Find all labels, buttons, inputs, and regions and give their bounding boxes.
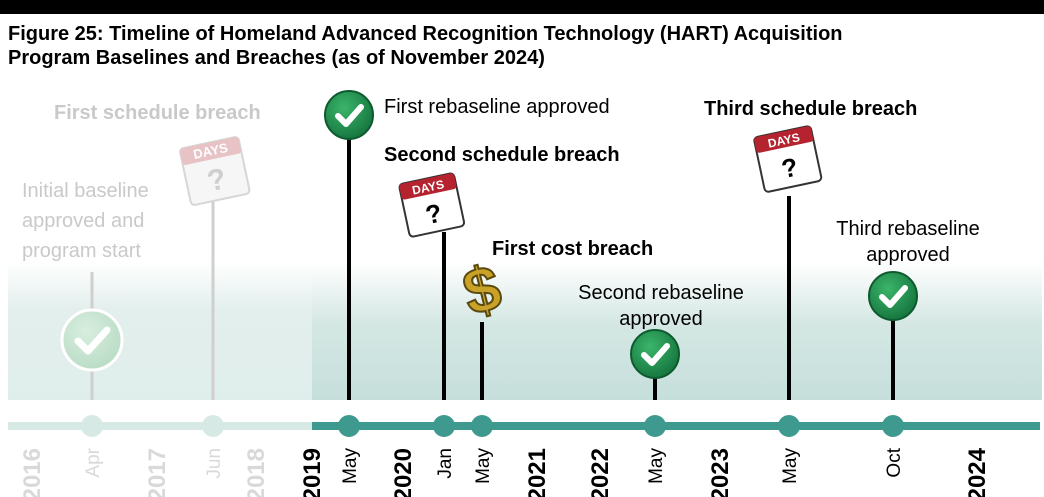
- svg-text:DAYS: DAYS: [192, 140, 230, 162]
- axis-dot-may-2020: [471, 415, 493, 437]
- initial-baseline-label-line-2: approved and: [22, 210, 145, 232]
- month-label-apr-2016: Apr: [83, 447, 104, 477]
- calendar-icon: DAYS ?: [398, 172, 466, 238]
- axis-dot-may-2019: [338, 415, 360, 437]
- initial-baseline-label-line-1: Initial baseline: [22, 180, 149, 202]
- check-icon: [60, 308, 124, 372]
- month-label-may-2019: May: [340, 448, 361, 484]
- figure-title: Figure 25: Timeline of Homeland Advanced…: [8, 22, 1028, 70]
- calendar-icon: DAYS ?: [753, 125, 823, 193]
- figure-title-line-2: Program Baselines and Breaches (as of No…: [8, 47, 545, 69]
- svg-text:DAYS: DAYS: [411, 177, 445, 197]
- svg-text:DAYS: DAYS: [767, 130, 801, 150]
- top-bar: [0, 0, 1044, 14]
- axis-dot-jun-2017: [202, 415, 224, 437]
- second-rebaseline-label-line-2: approved: [619, 308, 703, 330]
- year-label-2022: 2022: [587, 448, 614, 497]
- check-icon: [630, 329, 680, 379]
- year-label-2021: 2021: [524, 448, 551, 497]
- year-label-2017: 2017: [144, 448, 171, 497]
- axis-dot-may-2023: [778, 415, 800, 437]
- dollar-icon: $: [455, 250, 509, 330]
- svg-text:$: $: [456, 251, 508, 329]
- year-label-2018: 2018: [243, 448, 270, 497]
- faded-background-band: [8, 262, 312, 400]
- first-schedule-breach-label: First schedule breach: [54, 102, 261, 124]
- month-label-jan-2020: Jan: [435, 448, 456, 479]
- month-label-may-2020: May: [473, 448, 494, 484]
- first-rebaseline-label: First rebaseline approved: [384, 96, 610, 118]
- svg-text:?: ?: [779, 152, 801, 185]
- year-label-2019: 2019: [299, 448, 326, 497]
- month-label-may-2022: May: [646, 448, 667, 484]
- figure-title-line-1: Figure 25: Timeline of Homeland Advanced…: [8, 23, 843, 45]
- year-label-2016: 2016: [19, 448, 46, 497]
- axis-dot-oct-2023: [882, 415, 904, 437]
- year-label-2020: 2020: [390, 448, 417, 497]
- third-schedule-breach-label: Third schedule breach: [704, 98, 918, 120]
- check-icon: [324, 90, 374, 140]
- third-rebaseline-label-line-1: Third rebaseline: [836, 218, 980, 240]
- month-label-jun-2017: Jun: [204, 448, 225, 479]
- initial-baseline-label: Initial baseline approved and program st…: [22, 176, 149, 266]
- third-rebaseline-label-line-2: approved: [866, 244, 950, 266]
- second-schedule-breach-label: Second schedule breach: [384, 144, 620, 166]
- second-rebaseline-label: Second rebaseline approved: [556, 280, 766, 332]
- third-rebaseline-label: Third rebaseline approved: [808, 216, 1008, 268]
- year-label-2023: 2023: [707, 448, 734, 497]
- month-label-may-2023: May: [780, 448, 801, 484]
- check-icon: [868, 271, 918, 321]
- month-label-oct-2023: Oct: [884, 447, 905, 477]
- active-background-band: [312, 262, 1042, 400]
- second-rebaseline-label-line-1: Second rebaseline: [578, 282, 744, 304]
- svg-text:?: ?: [423, 198, 445, 231]
- year-label-2024: 2024: [964, 447, 991, 497]
- axis-dot-may-2022: [644, 415, 666, 437]
- initial-baseline-label-line-3: program start: [22, 240, 141, 262]
- calendar-icon: DAYS ?: [179, 136, 251, 206]
- first-cost-breach-label: First cost breach: [492, 238, 654, 260]
- axis-dot-jan-2020: [433, 415, 455, 437]
- axis-dot-apr-2016: [81, 415, 103, 437]
